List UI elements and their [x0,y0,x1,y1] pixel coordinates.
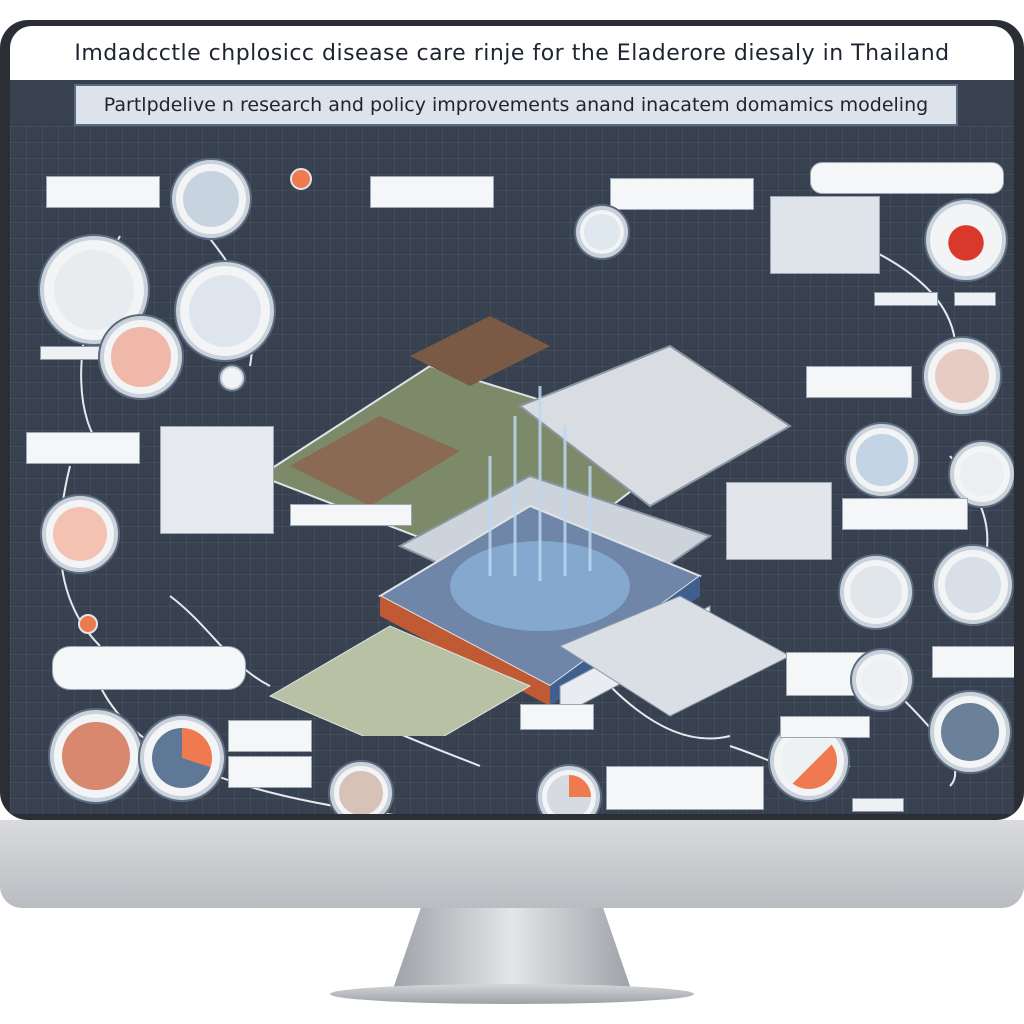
node-population-grid [176,262,274,360]
label-center-top [370,176,494,208]
central-community-platform [257,316,792,736]
apple-icon [926,200,1006,280]
node-network-map [40,236,148,344]
node-blob [852,650,912,710]
monitor-screen: Imdadcctle chplosicc disease care rinje … [10,26,1014,814]
page-title: Imdadcctle chplosicc disease care rinje … [74,40,950,66]
page-subtitle: Partlpdelive n research and policy impro… [103,94,929,116]
panel-book-model [160,426,274,534]
node-pie-summary [538,766,600,814]
accent-dot-2 [78,614,98,634]
node-map-right [934,546,1012,624]
monitor-bezel: Imdadcctle chplosicc disease care rinje … [0,20,1024,820]
tag-right-1 [874,292,938,306]
node-connector [220,366,244,390]
node-lab [840,556,912,628]
van-icon [726,482,832,560]
label-right-lower [842,498,968,530]
node-risk-factors [100,316,182,398]
label-participatory-modeling [606,766,764,810]
label-top-left [46,176,160,208]
label-center-right [610,178,754,210]
label-center-bottom [520,704,594,730]
node-cells [924,338,1000,414]
label-right-side [932,646,1014,678]
node-samples-right [930,692,1010,772]
tag-left-1 [40,346,104,360]
tag-right-2 [954,292,996,306]
node-screening [42,496,118,572]
monitor-stand-base [330,984,694,1004]
label-community-clustering [26,432,140,464]
node-network-right [950,442,1014,506]
label-right-middle [806,366,912,398]
title-bar: Imdadcctle chplosicc disease care rinje … [10,26,1014,80]
node-small-center [576,206,628,258]
label-lower-left-2 [228,756,312,788]
monitor-stand-neck [392,908,632,992]
diagram-canvas [10,126,1014,814]
laptop-icon [770,196,880,274]
pie-chart-icon [140,716,224,800]
node-sample-cluster [330,762,392,814]
node-data-collection [172,160,250,238]
label-right-header [810,162,1004,194]
accent-dot [290,168,312,190]
monitor-chin [0,820,1024,908]
tag-right-3 [852,798,904,812]
label-lower-left-1 [228,720,312,752]
label-platform-top [290,504,412,526]
label-right-chart [780,716,870,738]
node-clinic [846,424,918,496]
lungs-icon [50,710,142,802]
label-outcome-pathway [52,646,246,690]
subtitle-bar: Partlpdelive n research and policy impro… [74,84,958,126]
